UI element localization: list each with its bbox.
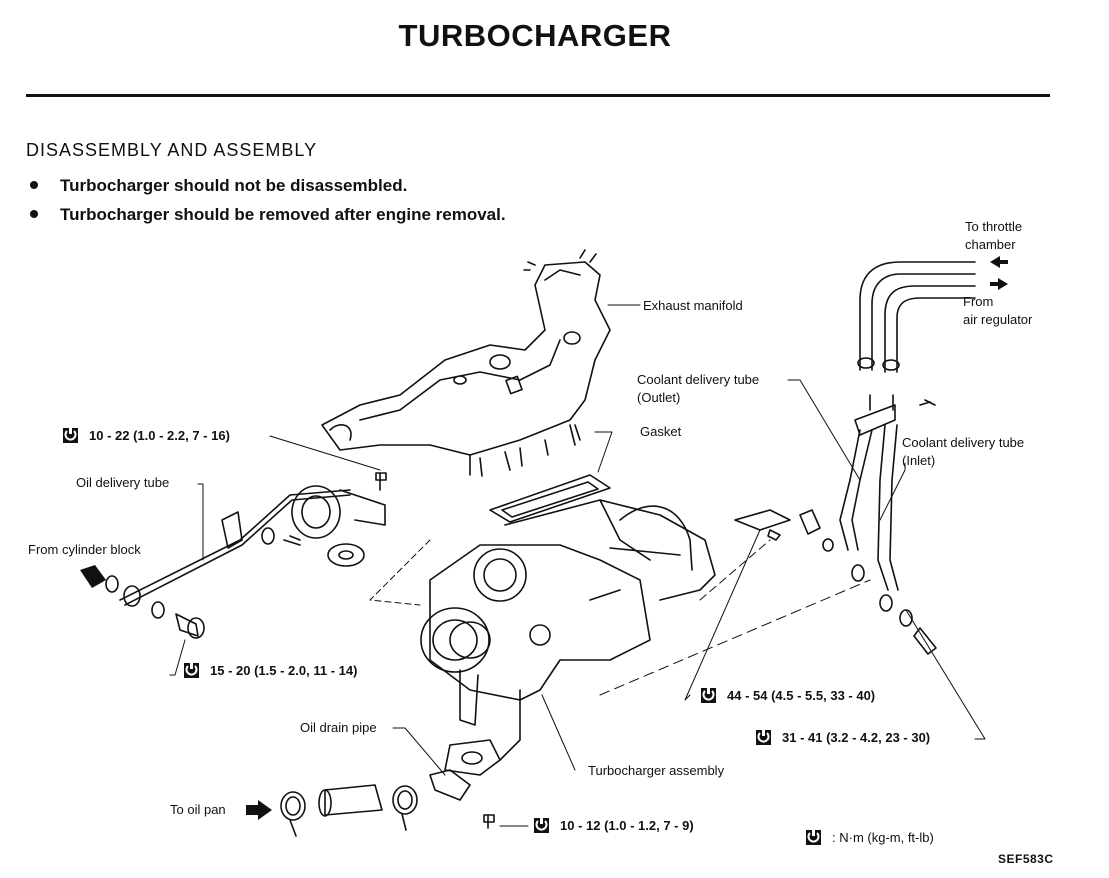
coolant-tubes-drawing xyxy=(839,261,976,655)
bullet-dot-icon xyxy=(30,209,38,218)
label-from-air-regulator-2: air regulator xyxy=(963,312,1033,327)
label-to-throttle-1: To throttle xyxy=(965,219,1023,234)
bullet-item-2: Turbocharger should be removed after eng… xyxy=(30,205,506,225)
label-to-oil-pan: To oil pan xyxy=(170,802,226,817)
torque-callout-4: 31 - 41 (3.2 - 4.2, 23 - 30) xyxy=(755,729,930,746)
torque-callout-3: 44 - 54 (4.5 - 5.5, 33 - 40) xyxy=(700,687,875,704)
oil-delivery-tube-drawing xyxy=(105,485,386,639)
oil-drain-hose-drawing xyxy=(280,784,418,837)
gasket-drawing xyxy=(489,474,611,523)
label-from-air-regulator-1: From xyxy=(963,294,994,309)
bullet-item-1: Turbocharger should not be disassembled. xyxy=(30,176,407,196)
torque-callout-2: 15 - 20 (1.5 - 2.0, 11 - 14) xyxy=(183,662,357,679)
title-rule xyxy=(26,94,1050,97)
page-title: TURBOCHARGER xyxy=(398,18,672,53)
arrow-icon xyxy=(80,256,1008,820)
leader-lines xyxy=(169,304,986,827)
label-oil-drain-pipe: Oil drain pipe xyxy=(300,720,377,735)
torque-wrench-icon xyxy=(755,729,772,746)
label-coolant-outlet-1: Coolant delivery tube xyxy=(637,372,760,387)
bullet-dot-icon xyxy=(30,180,38,189)
label-coolant-outlet-2: (Outlet) xyxy=(637,390,681,405)
torque-legend: : N·m (kg-m, ft-lb) xyxy=(805,829,934,846)
label-turbocharger-assembly: Turbocharger assembly xyxy=(588,763,725,778)
bracket-drawing xyxy=(734,509,834,552)
label-to-throttle-2: chamber xyxy=(965,237,1016,252)
section-heading: DISASSEMBLY AND ASSEMBLY xyxy=(26,140,318,160)
label-from-cylinder-block: From cylinder block xyxy=(28,542,141,557)
label-oil-delivery-tube: Oil delivery tube xyxy=(76,475,170,490)
torque-wrench-icon xyxy=(700,687,717,704)
torque-wrench-icon xyxy=(62,427,79,444)
torque-callout-5: 10 - 12 (1.0 - 1.2, 7 - 9) xyxy=(533,817,694,834)
exhaust-manifold-drawing xyxy=(321,249,611,477)
figure-code: SEF583C xyxy=(998,852,1054,866)
turbocharger-drawing xyxy=(420,499,716,829)
label-coolant-inlet-2: (Inlet) xyxy=(902,453,936,468)
torque-wrench-icon xyxy=(533,817,550,834)
label-coolant-inlet-1: Coolant delivery tube xyxy=(902,435,1025,450)
torque-callout-1: 10 - 22 (1.0 - 2.2, 7 - 16) xyxy=(62,427,230,444)
label-exhaust-manifold: Exhaust manifold xyxy=(643,298,743,313)
torque-wrench-icon xyxy=(183,662,200,679)
label-gasket: Gasket xyxy=(640,424,682,439)
torque-wrench-icon xyxy=(805,829,822,846)
